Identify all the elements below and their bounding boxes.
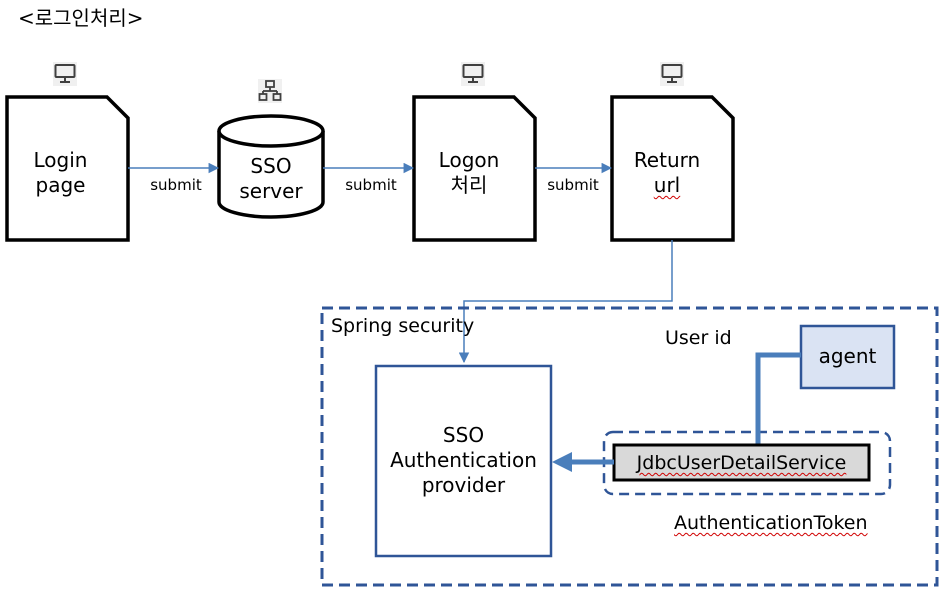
edge-return-to-provider (458, 240, 673, 364)
spring-security-group (320, 306, 939, 587)
label-line: server (239, 179, 303, 203)
label-line: 처리 (450, 173, 488, 197)
return-url-node (610, 95, 735, 242)
logon-node (412, 95, 537, 242)
label-line: SSO (250, 154, 292, 178)
jdbc-service-label: JdbcUserDetailService (636, 452, 847, 474)
edge-label-submit: submit (345, 176, 397, 194)
label-line: Return (633, 148, 701, 172)
arrowhead (552, 452, 572, 472)
spring-security-label: Spring security (331, 315, 475, 337)
monitor-icon (660, 62, 684, 86)
label-line: Logon (438, 148, 500, 172)
logon-label: Logon 처리 (414, 148, 524, 198)
diagram-title: <로그인처리> (18, 6, 144, 30)
label-line: SSO (442, 423, 485, 447)
provider-label: SSO Authentication provider (376, 423, 551, 498)
network-icon (258, 79, 282, 103)
label-line: url (653, 173, 681, 197)
label-line: page (35, 173, 86, 197)
edge-label-submit: submit (547, 176, 599, 194)
sso-server-node (217, 114, 325, 219)
authentication-token-label: AuthenticationToken (674, 512, 868, 534)
monitor-icon (461, 62, 485, 86)
agent-box (799, 324, 896, 390)
jdbc-service-box (612, 443, 871, 482)
sso-server-label: SSO server (219, 154, 323, 204)
sso-authentication-provider-box (374, 364, 553, 558)
edge-agent-to-jdbc (755, 352, 801, 445)
label-line: Authentication (390, 448, 537, 472)
edge-label-submit: submit (150, 176, 202, 194)
label-line: provider (421, 473, 506, 497)
login-page-node (5, 95, 130, 242)
agent-label: agent (818, 344, 877, 368)
login-page-label: Login page (7, 148, 114, 198)
label-line: Login (33, 148, 88, 172)
user-id-label: User id (665, 327, 732, 349)
return-url-label: Return url (612, 148, 722, 198)
monitor-icon (53, 62, 77, 86)
